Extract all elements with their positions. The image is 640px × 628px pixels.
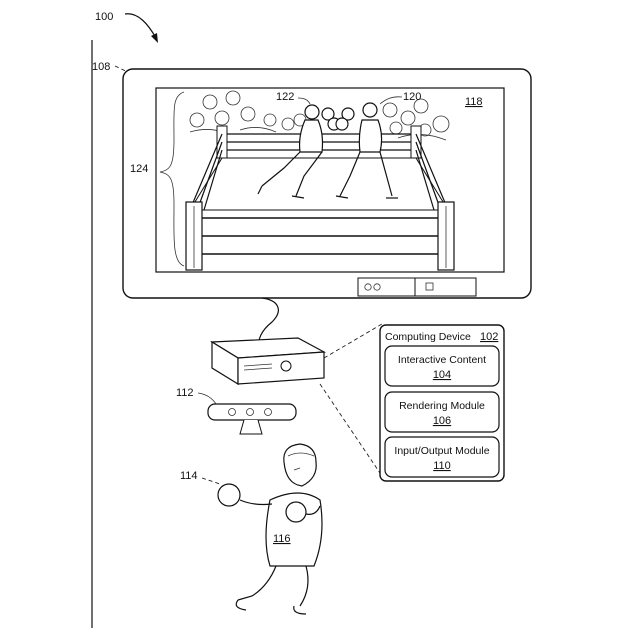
game-console: [212, 338, 324, 384]
label-124: 124: [130, 163, 148, 175]
user-boxer-figure: [218, 444, 322, 614]
leader-114: [202, 478, 220, 484]
label-114: 114: [180, 470, 198, 482]
module-ref-106: 106: [433, 415, 451, 427]
label-120: 120: [403, 91, 421, 103]
leader-112: [198, 393, 216, 404]
arrow-100: [125, 14, 156, 38]
module-name-rendering: Rendering Module: [399, 400, 485, 412]
label-122: 122: [276, 91, 294, 103]
motion-sensor: [208, 404, 296, 434]
label-112: 112: [176, 387, 194, 399]
module-name-input-output: Input/Output Module: [394, 445, 489, 457]
label-118: 118: [465, 96, 483, 108]
computing-device-ref: 102: [480, 331, 498, 343]
module-name-interactive-content: Interactive Content: [398, 354, 486, 366]
label-116: 116: [273, 533, 291, 545]
arrowhead-100: [151, 33, 158, 43]
display-control-panel: [358, 278, 476, 296]
computing-device-title: Computing Device: [385, 331, 471, 343]
label-100: 100: [95, 11, 113, 23]
label-108: 108: [92, 61, 110, 73]
module-ref-104: 104: [433, 369, 451, 381]
connector-bottom: [320, 384, 382, 476]
module-ref-110: 110: [433, 460, 451, 472]
connector-top: [324, 324, 382, 358]
